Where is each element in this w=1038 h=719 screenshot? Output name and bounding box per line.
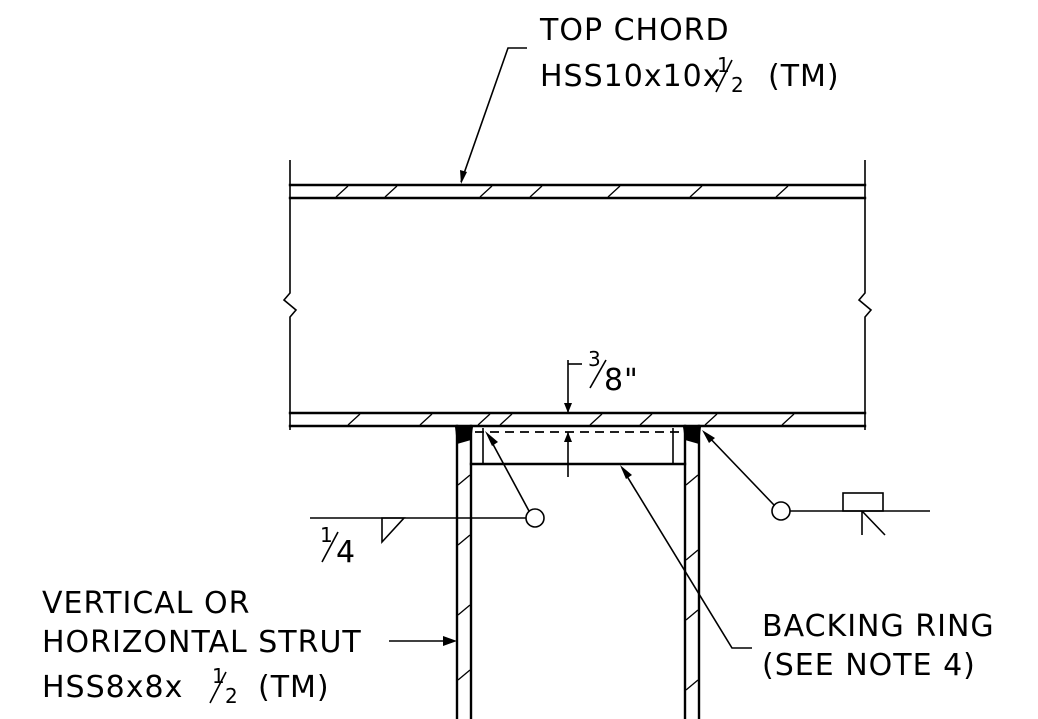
strut-label-line1: VERTICAL OR (42, 586, 251, 621)
strut-suffix: (TM) (258, 670, 330, 705)
top-chord-title: TOP CHORD (539, 13, 730, 48)
top-chord-suffix: (TM) (768, 59, 840, 94)
weld-fillet-right (683, 427, 701, 444)
weld-size-numerator: 1 (320, 523, 333, 547)
strut (455, 424, 701, 719)
strut-wall-hatch (457, 474, 699, 691)
top-chord-section: HSS10x10x (540, 59, 722, 94)
backing-label-line2: (SEE NOTE 4) (762, 648, 976, 683)
right-weld-symbol (702, 430, 930, 536)
gap-fraction-numerator: 3 (588, 347, 601, 371)
backing-ring-callout: BACKING RING (SEE NOTE 4) (620, 465, 995, 683)
top-wall-hatch (335, 185, 789, 198)
backing-label-line1: BACKING RING (762, 609, 995, 644)
strut-section: HSS8x8x (42, 670, 183, 705)
gap-fraction-denominator: 8 (604, 363, 623, 398)
weld-fillet-left (455, 427, 473, 444)
bottom-wall-hatch (347, 413, 795, 426)
strut-callout: VERTICAL OR HORIZONTAL STRUT HSS8x8x 1 2… (42, 586, 457, 708)
top-chord-half-num: 1 (717, 53, 730, 77)
strut-label-line2: HORIZONTAL STRUT (42, 625, 362, 660)
fillet-weld-triangle (381, 517, 406, 545)
left-weld-arrowhead (485, 431, 498, 446)
top-chord-arrowhead (460, 170, 467, 184)
gap-dimension: 3 8 " (564, 347, 638, 477)
left-weld-symbol: 1 4 (310, 431, 545, 570)
right-break-line (857, 160, 873, 430)
left-break-line (282, 160, 298, 430)
top-chord-half-den: 2 (731, 73, 744, 97)
strut-half-num: 1 (212, 664, 225, 688)
gap-inch-mark: " (624, 363, 638, 398)
strut-arrowhead (443, 636, 457, 646)
strut-half-den: 2 (225, 684, 238, 708)
weld-size-denominator: 4 (336, 535, 355, 570)
right-weld-arrowhead (702, 430, 715, 443)
top-chord-callout: TOP CHORD HSS10x10x 1 2 (TM) (460, 13, 840, 184)
backing-ring (469, 428, 687, 466)
top-chord (282, 160, 873, 430)
backing-arrowhead (620, 465, 632, 479)
backing-symbol (842, 492, 884, 512)
